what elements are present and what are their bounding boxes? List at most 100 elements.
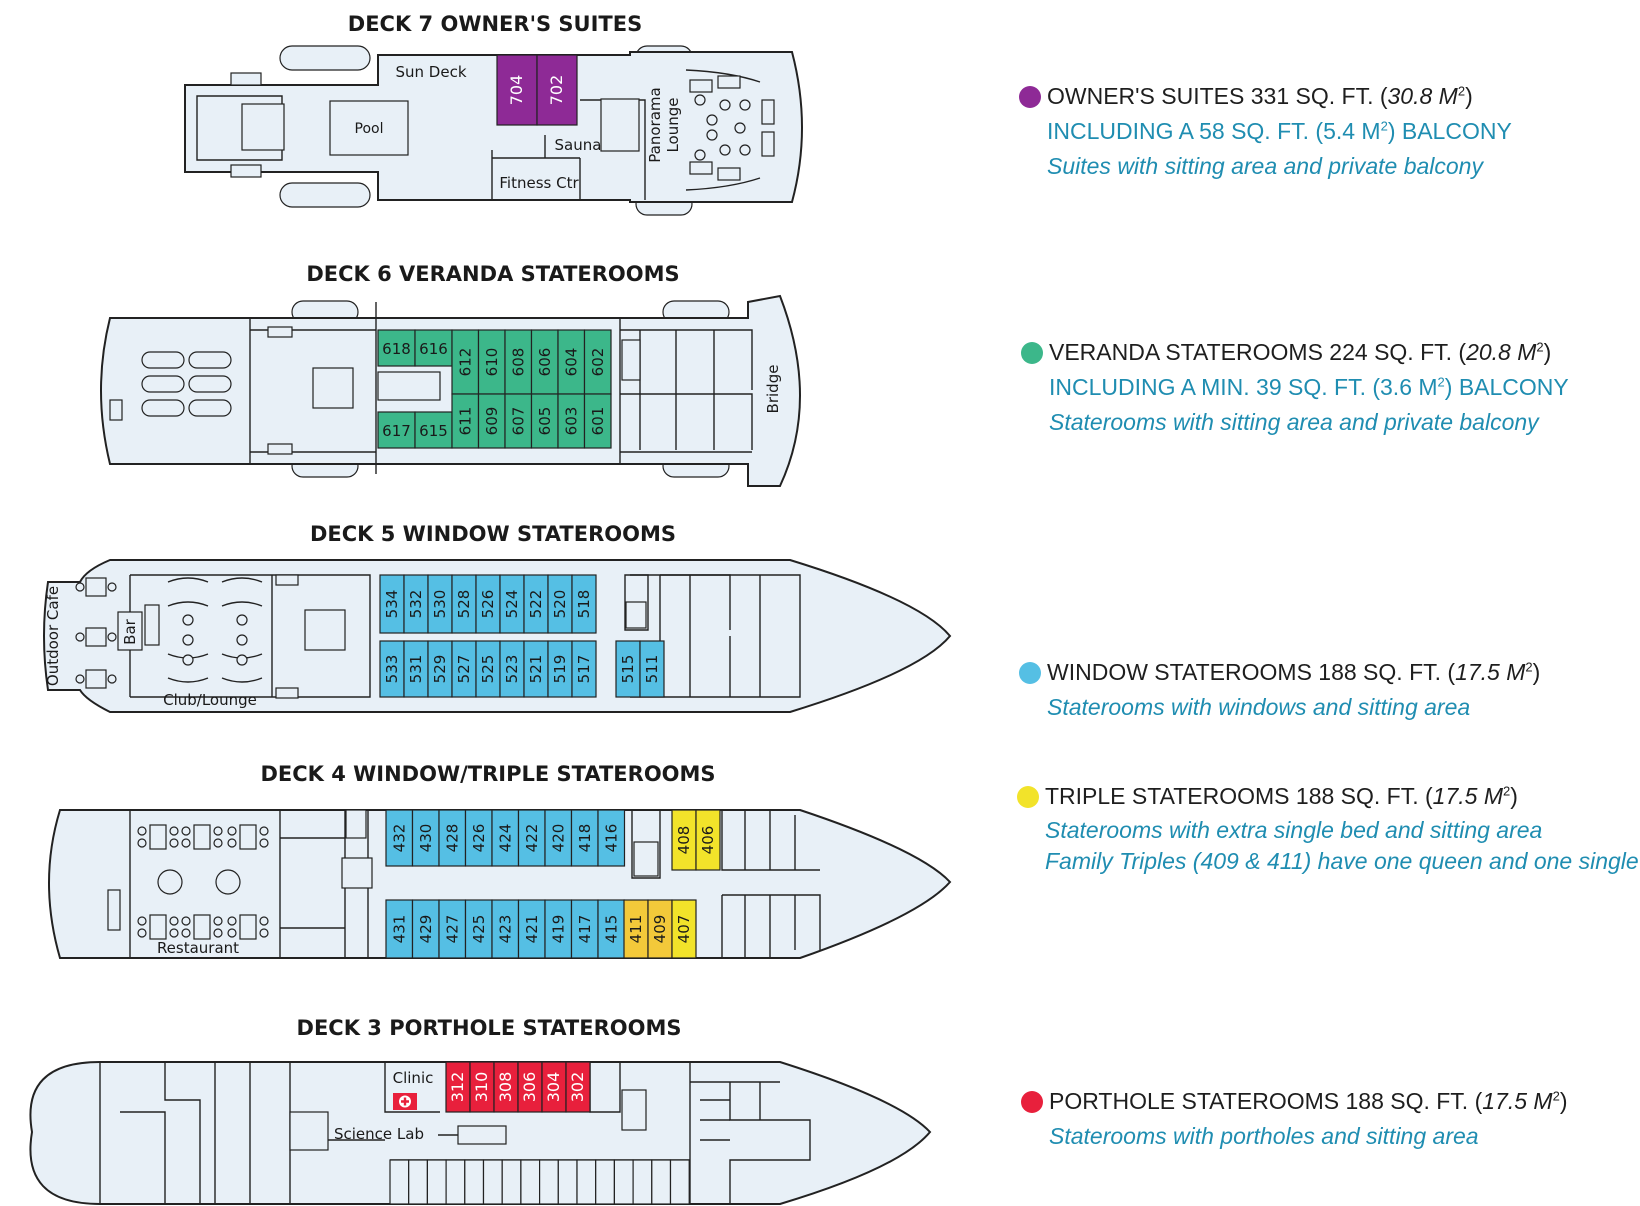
cabin-415[interactable] [597, 899, 626, 959]
cabin-524[interactable] [499, 574, 525, 634]
cabin-425[interactable] [464, 899, 493, 959]
cabin-number: 524 [503, 590, 521, 619]
window-heading: WINDOW STATEROOMS 188 SQ. FT. (17.5 M2) [1047, 659, 1540, 686]
outdoor-cafe-tables [75, 577, 117, 689]
cabin-429[interactable] [411, 899, 440, 959]
cabin-number: 426 [470, 824, 488, 853]
cabin-424[interactable] [491, 809, 520, 867]
triple-description: Staterooms with extra single bed and sit… [1045, 817, 1543, 843]
cabin-617[interactable] [377, 411, 416, 449]
cabin-521[interactable] [523, 640, 549, 698]
owners-description: Suites with sitting area and private bal… [1047, 153, 1483, 179]
veranda-balcony: INCLUDING A MIN. 39 SQ. FT. (3.6 M2) BAL… [1049, 374, 1569, 401]
cabin-526[interactable] [475, 574, 501, 634]
porthole-sup: 2 [1552, 1088, 1560, 1104]
cabin-531[interactable] [403, 640, 429, 698]
cabin-522[interactable] [523, 574, 549, 634]
cabin-number: 415 [602, 915, 620, 944]
cabin-416[interactable] [597, 809, 626, 867]
cabin-407[interactable] [671, 899, 697, 959]
stairs [230, 164, 262, 178]
triple-color-dot [1017, 786, 1039, 808]
cabin-310[interactable] [469, 1061, 495, 1113]
cabin-number: 312 [448, 1072, 467, 1103]
cabin-704[interactable] [496, 54, 538, 126]
veranda-balcony-text: INCLUDING A MIN. 39 SQ. FT. (3.6 M [1049, 374, 1438, 400]
cabin-number: 605 [536, 407, 554, 436]
lifeboat [279, 45, 371, 71]
triple-metric: 17.5 M [1432, 783, 1503, 809]
cabin-406[interactable] [695, 809, 721, 871]
cabin-number: 424 [496, 824, 514, 853]
owners-balcony-end: ) BALCONY [1387, 118, 1512, 144]
cabin-number: 411 [627, 915, 645, 944]
cabin-427[interactable] [438, 899, 467, 959]
panorama-lounge-label-2: Lounge [664, 97, 682, 152]
cabin-530[interactable] [427, 574, 453, 634]
cabin-534[interactable] [379, 574, 405, 634]
cabin-515[interactable] [615, 640, 641, 698]
cabin-419[interactable] [544, 899, 573, 959]
bar-stools [144, 604, 160, 646]
deck-3-berths [389, 1159, 690, 1205]
porthole-metric: 17.5 M [1482, 1088, 1553, 1114]
cabin-number: 515 [619, 655, 637, 684]
veranda-heading: VERANDA STATEROOMS 224 SQ. FT. (20.8 M2) [1049, 339, 1551, 366]
cabin-430[interactable] [411, 809, 440, 867]
cabin-312[interactable] [445, 1061, 471, 1113]
cabin-302[interactable] [565, 1061, 591, 1113]
cabin-511[interactable] [639, 640, 665, 698]
window-heading-text: WINDOW STATEROOMS 188 SQ. FT. ( [1047, 659, 1456, 685]
cabin-number: 406 [699, 826, 717, 855]
cabin-417[interactable] [570, 899, 599, 959]
deck-7-hull [184, 51, 803, 203]
cabin-418[interactable] [570, 809, 599, 867]
cabin-420[interactable] [544, 809, 573, 867]
porthole-heading: PORTHOLE STATEROOMS 188 SQ. FT. (17.5 M2… [1049, 1088, 1567, 1115]
clinic-label: Clinic [393, 1069, 434, 1087]
cabin-603[interactable] [557, 393, 586, 449]
cabin-number: 428 [443, 824, 461, 853]
cabin-615[interactable] [414, 411, 453, 449]
cabin-304[interactable] [541, 1061, 567, 1113]
cabin-525[interactable] [475, 640, 501, 698]
cabin-520[interactable] [547, 574, 573, 634]
cabin-422[interactable] [517, 809, 546, 867]
stairs [600, 98, 640, 152]
cabin-611[interactable] [451, 393, 480, 449]
cabin-421[interactable] [517, 899, 546, 959]
cabin-533[interactable] [379, 640, 405, 698]
cabin-527[interactable] [451, 640, 477, 698]
pool-label: Pool [355, 121, 384, 137]
cabin-518[interactable] [571, 574, 597, 634]
cabin-529[interactable] [427, 640, 453, 698]
cabin-609[interactable] [477, 393, 506, 449]
veranda-heading-text: VERANDA STATEROOMS 224 SQ. FT. ( [1049, 339, 1467, 365]
cabin-number: 517 [575, 655, 593, 684]
cabin-605[interactable] [530, 393, 559, 449]
cabin-number: 533 [383, 655, 401, 684]
crew-cabin [669, 1159, 690, 1205]
cabin-number: 607 [509, 407, 527, 436]
cabin-306[interactable] [517, 1061, 543, 1113]
cabin-number: 430 [417, 824, 435, 853]
cabin-number: 407 [675, 915, 693, 944]
deck-6-title: DECK 6 VERANDA STATEROOMS [306, 262, 679, 286]
cabin-702[interactable] [536, 54, 578, 126]
cabin-517[interactable] [571, 640, 597, 698]
cabin-604[interactable] [557, 329, 586, 395]
cabin-601[interactable] [583, 393, 612, 449]
fitness-center-label: Fitness Ctr [499, 174, 579, 192]
stairs [107, 889, 121, 931]
cabin-618[interactable] [377, 329, 416, 367]
cabin-number: 310 [472, 1072, 491, 1103]
cabin-number: 529 [431, 655, 449, 684]
cabin-408[interactable] [671, 809, 697, 871]
cabin-431[interactable] [385, 899, 414, 959]
cabin-409[interactable] [647, 899, 673, 959]
porthole-description: Staterooms with portholes and sitting ar… [1049, 1123, 1479, 1149]
